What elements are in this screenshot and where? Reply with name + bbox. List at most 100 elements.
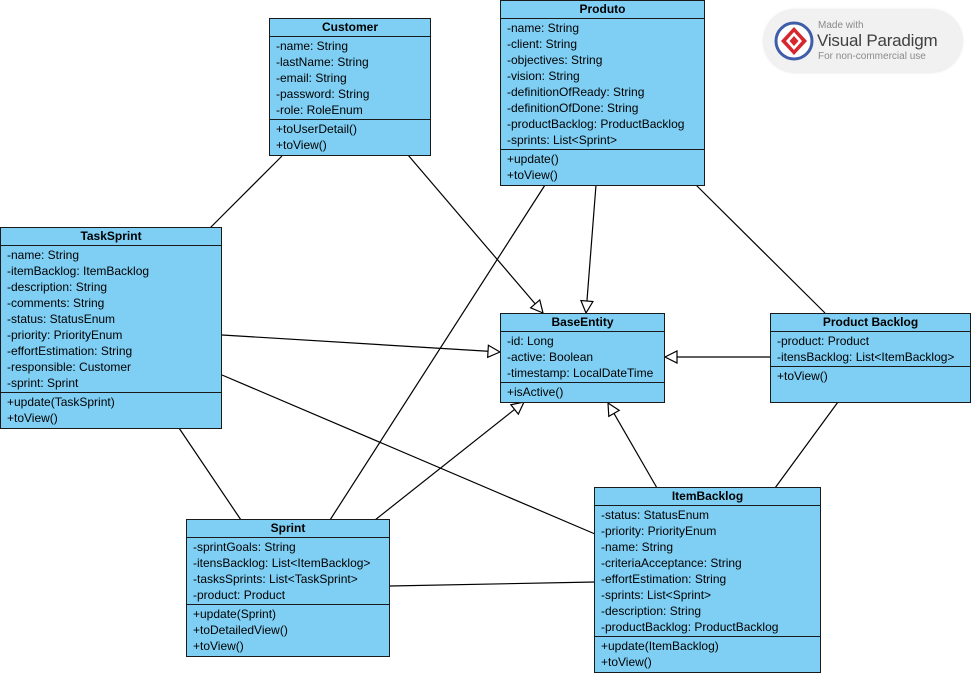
methods-section: +update(Sprint) +toDetailedView() +toVie…: [187, 605, 389, 655]
attribute: -role: RoleEnum: [276, 103, 363, 117]
watermark-note: For non-commercial use: [818, 51, 926, 62]
class-name: Sprint: [187, 520, 389, 538]
method: +update(TaskSprint): [7, 395, 115, 409]
relation-generalization-tasksprint-baseentity: [221, 334, 489, 352]
attribute: -tasksSprints: List<TaskSprint>: [193, 572, 358, 586]
relation-association-sprint-itembacklog: [389, 581, 596, 587]
method: +update(ItemBacklog): [601, 639, 719, 653]
class-baseentity[interactable]: BaseEntity -id: Long -active: Boolean -t…: [500, 313, 665, 403]
methods-section: +isActive(): [501, 383, 664, 401]
generalization-arrowhead: [607, 401, 621, 418]
attributes-section: -name: String -client: String -objective…: [501, 19, 704, 150]
attribute: -itensBacklog: List<ItemBacklog>: [777, 350, 955, 364]
attribute: -priority: PriorityEnum: [7, 328, 123, 342]
method: +toView(): [7, 411, 58, 425]
attribute: -sprints: List<Sprint>: [601, 588, 712, 602]
relation-generalization-customer-baseentity: [407, 154, 536, 305]
generalization-arrowhead: [580, 299, 594, 315]
generalization-arrowhead: [509, 401, 526, 416]
attributes-section: -product: Product -itensBacklog: List<It…: [771, 332, 970, 367]
generalization-arrowhead: [529, 298, 544, 315]
attribute: -id: Long: [507, 334, 554, 348]
attribute: -itemBacklog: ItemBacklog: [7, 264, 150, 278]
attribute: -objectives: String: [507, 53, 603, 67]
relation-association-produto-sprint: [329, 184, 546, 521]
relation-association-tasksprint-sprint: [178, 427, 242, 521]
method: +toView(): [601, 655, 652, 669]
class-produto[interactable]: Produto -name: String -client: String -o…: [500, 0, 705, 186]
relation-association-tasksprint-itembacklog: [221, 374, 596, 535]
attribute: -productBacklog: ProductBacklog: [601, 620, 779, 634]
methods-section: +update() +toView(): [501, 150, 704, 184]
class-itembacklog[interactable]: ItemBacklog -status: StatusEnum -priorit…: [594, 487, 821, 673]
generalization-arrowhead: [663, 350, 678, 364]
method: +update(Sprint): [193, 607, 277, 621]
visual-paradigm-watermark: Made with Visual Paradigm For non-commer…: [764, 10, 962, 72]
attributes-section: -name: String -itemBacklog: ItemBacklog …: [1, 246, 221, 393]
attributes-section: -sprintGoals: String -itensBacklog: List…: [187, 538, 389, 605]
attribute: -client: String: [507, 37, 578, 51]
relation-association-produto-productbacklog: [695, 184, 826, 314]
attribute: -name: String: [7, 248, 80, 262]
method: +toView(): [193, 639, 244, 653]
attribute: -sprint: Sprint: [7, 376, 79, 390]
class-tasksprint[interactable]: TaskSprint -name: String -itemBacklog: I…: [0, 227, 222, 429]
watermark-brand: Visual Paradigm: [817, 31, 938, 50]
method: +update(): [507, 152, 559, 166]
relation-generalization-sprint-baseentity: [374, 408, 515, 521]
class-name: Product Backlog: [771, 314, 970, 332]
attribute: -name: String: [601, 540, 674, 554]
attribute: -product: Product: [777, 334, 870, 348]
attribute: -status: StatusEnum: [7, 312, 116, 326]
class-sprint[interactable]: Sprint -sprintGoals: String -itensBacklo…: [186, 519, 390, 657]
visual-paradigm-logo-icon: [774, 21, 814, 61]
method: +toView(): [777, 369, 828, 383]
method: +toView(): [507, 168, 558, 182]
attribute: -comments: String: [7, 296, 105, 310]
attribute: -productBacklog: ProductBacklog: [507, 117, 685, 131]
relation-association-customer-tasksprint: [209, 155, 283, 229]
attributes-section: -name: String -lastName: String -email: …: [270, 37, 430, 120]
attribute: -lastName: String: [276, 55, 369, 69]
class-name: BaseEntity: [501, 314, 664, 332]
class-name: Customer: [270, 19, 430, 37]
relation-generalization-produto-baseentity: [586, 184, 597, 302]
attribute: -password: String: [276, 87, 370, 101]
methods-section: +update(TaskSprint) +toView(): [1, 393, 221, 427]
attribute: -name: String: [507, 21, 580, 35]
attribute: -effortEstimation: String: [7, 344, 133, 358]
attribute: -description: String: [7, 280, 108, 294]
class-name: Produto: [501, 1, 704, 19]
class-product-backlog[interactable]: Product Backlog -product: Product -itens…: [770, 313, 971, 403]
watermark-made-with: Made with: [818, 20, 864, 31]
relation-association-productbacklog-itembacklog: [774, 401, 839, 489]
method: +isActive(): [507, 385, 564, 399]
class-customer[interactable]: Customer -name: String -lastName: String…: [269, 18, 431, 156]
attribute: -active: Boolean: [507, 350, 594, 364]
attribute: -sprints: List<Sprint>: [507, 133, 618, 147]
generalization-arrowhead: [486, 344, 502, 359]
attribute: -criteriaAcceptance: String: [601, 556, 742, 570]
class-name: TaskSprint: [1, 228, 221, 246]
attribute: -product: Product: [193, 588, 286, 602]
attribute: -email: String: [276, 71, 347, 85]
attribute: -definitionOfDone: String: [507, 101, 639, 115]
attribute: -priority: PriorityEnum: [601, 524, 717, 538]
attribute: -responsible: Customer: [7, 360, 132, 374]
attribute: -itensBacklog: List<ItemBacklog>: [193, 556, 371, 570]
attribute: -sprintGoals: String: [193, 540, 296, 554]
attribute: -status: StatusEnum: [601, 508, 710, 522]
method: +toView(): [276, 138, 327, 152]
methods-section: +toUserDetail() +toView(): [270, 120, 430, 154]
attribute: -timestamp: LocalDateTime: [507, 366, 654, 380]
method: +toUserDetail(): [276, 122, 358, 136]
class-name: ItemBacklog: [595, 488, 820, 506]
methods-section: +update(ItemBacklog) +toView(): [595, 637, 820, 671]
attribute: -name: String: [276, 39, 349, 53]
attribute: -vision: String: [507, 69, 580, 83]
method: +toDetailedView(): [193, 623, 288, 637]
attribute: -definitionOfReady: String: [507, 85, 645, 99]
attribute: -description: String: [601, 604, 702, 618]
relation-generalization-itembacklog-baseentity: [613, 413, 658, 489]
